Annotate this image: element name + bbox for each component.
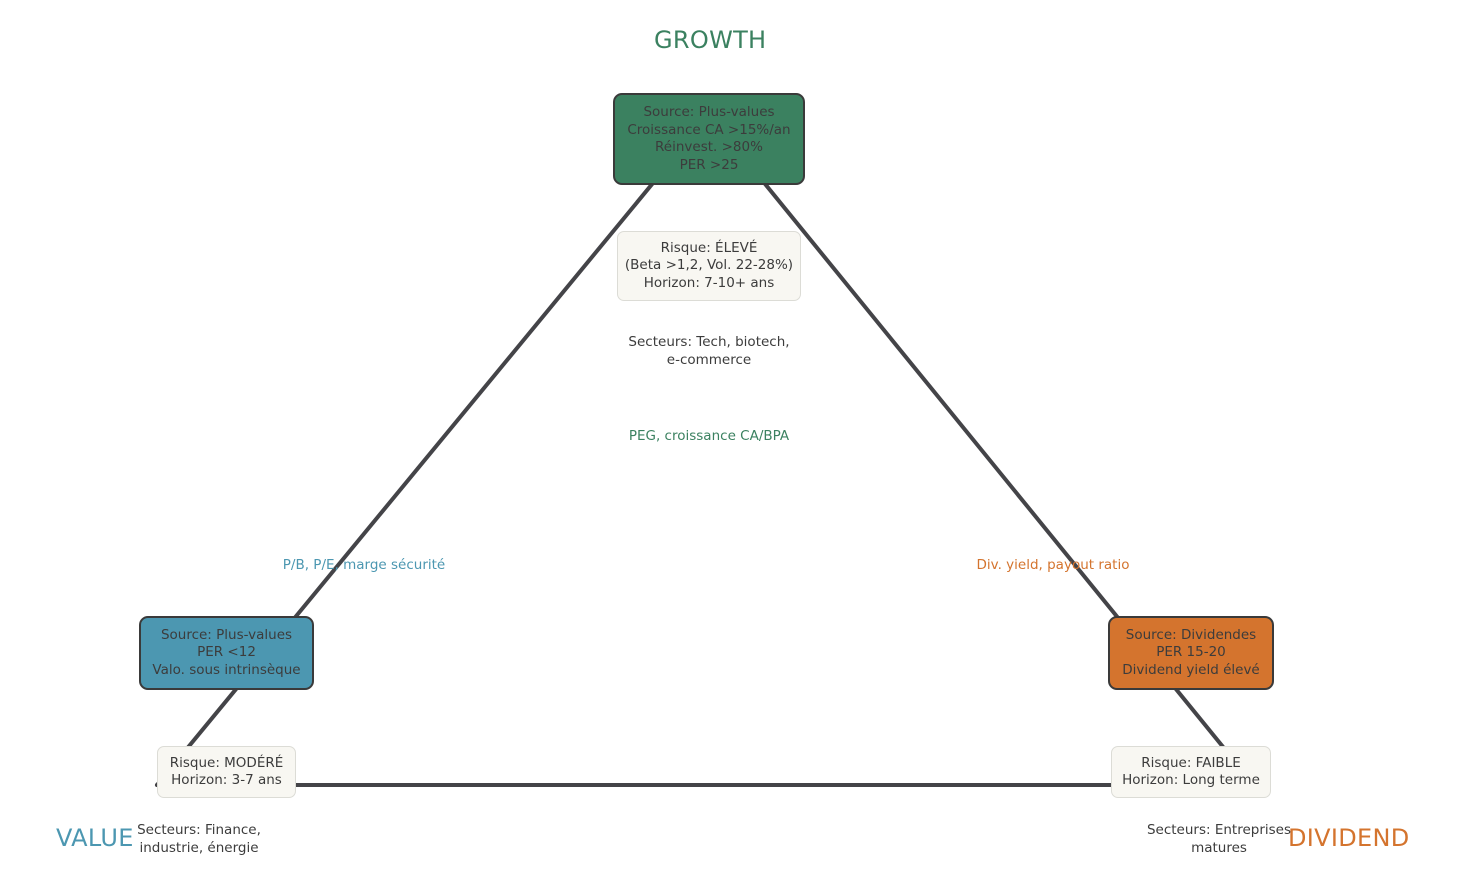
risk-box-growth: Risque: ÉLEVÉ (Beta >1,2, Vol. 22-28%) H… [617, 231, 801, 301]
node-growth-line: Source: Plus-values [643, 104, 775, 120]
risk-growth-line: Horizon: 7-10+ ans [643, 274, 775, 291]
risk-dividend-line: Horizon: Long terme [1122, 772, 1260, 788]
metric-value: P/B, P/E, marge sécurité [282, 557, 446, 573]
node-dividend: Source: Dividendes PER 15-20 Dividend yi… [1108, 616, 1274, 690]
title-growth: GROWTH [654, 26, 767, 54]
sectors-dividend-line: matures [1191, 839, 1247, 856]
node-growth-line: Croissance CA >15%/an [627, 121, 791, 138]
node-growth-line: Réinvest. >80% [655, 139, 763, 155]
sectors-growth-line: Secteurs: Tech, biotech, [628, 334, 790, 350]
node-dividend-line: PER 15-20 [1156, 644, 1226, 661]
title-value: VALUE [56, 824, 134, 852]
sectors-growth: Secteurs: Tech, biotech, e-commerce [609, 334, 809, 369]
node-value-line: Valo. sous intrinsèque [152, 661, 301, 678]
metric-dividend: Div. yield, payout ratio [976, 557, 1130, 573]
risk-growth-line: (Beta >1,2, Vol. 22-28%) [624, 257, 794, 274]
risk-box-dividend: Risque: FAIBLE Horizon: Long terme [1111, 746, 1271, 798]
sectors-dividend-line: Secteurs: Entreprises [1146, 822, 1292, 838]
node-value-line: PER <12 [197, 644, 256, 661]
sectors-growth-line: e-commerce [666, 351, 752, 368]
sectors-value-line: Secteurs: Finance, [137, 822, 261, 838]
sectors-dividend: Secteurs: Entreprises matures [1135, 822, 1303, 857]
title-dividend: DIVIDEND [1288, 824, 1410, 852]
metric-growth: PEG, croissance CA/BPA [628, 428, 790, 444]
node-dividend-line: Dividend yield élevé [1122, 661, 1260, 678]
risk-growth-line: Risque: ÉLEVÉ [660, 239, 758, 256]
risk-value-line: Horizon: 3-7 ans [171, 772, 282, 788]
risk-dividend-line: Risque: FAIBLE [1141, 754, 1241, 771]
node-dividend-line: Source: Dividendes [1125, 626, 1257, 643]
sectors-value-line: industrie, énergie [139, 839, 259, 856]
node-growth: Source: Plus-values Croissance CA >15%/a… [613, 93, 805, 185]
risk-box-value: Risque: MODÉRÉ Horizon: 3-7 ans [157, 746, 296, 798]
sectors-value: Secteurs: Finance, industrie, énergie [118, 822, 280, 857]
node-value: Source: Plus-values PER <12 Valo. sous i… [139, 616, 314, 690]
node-value-line: Source: Plus-values [160, 626, 293, 643]
node-growth-line: PER >25 [679, 156, 739, 173]
risk-value-line: Risque: MODÉRÉ [169, 754, 284, 771]
